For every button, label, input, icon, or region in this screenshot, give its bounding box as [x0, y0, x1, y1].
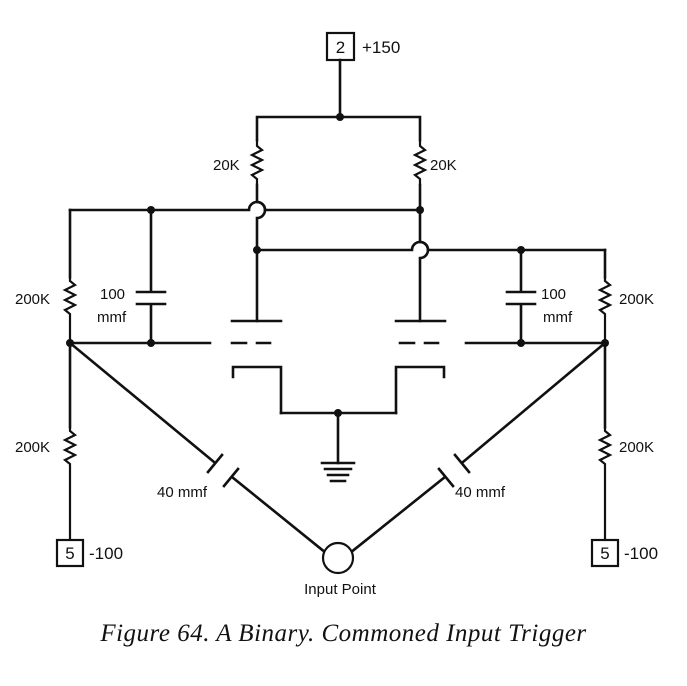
cathode-common	[279, 411, 398, 465]
supply-wire	[255, 58, 422, 142]
coupling-cap-left-unit: mmf	[97, 309, 127, 326]
plate-resistor-left	[249, 140, 265, 185]
terminal-top-number: 2	[336, 38, 345, 57]
cathode-left	[231, 365, 283, 415]
terminal-right-number: 5	[600, 544, 609, 563]
coupling-cap-right-value: 100	[541, 286, 566, 303]
junction-upper-right	[416, 206, 424, 214]
divider-resistor-bottom-left	[62, 427, 78, 540]
input-wire-right	[348, 341, 607, 555]
divider-resistor-top-right	[597, 277, 613, 343]
divider-resistor-bottom-right	[597, 427, 613, 540]
terminal-box-right	[590, 538, 620, 568]
input-cap-right	[437, 453, 471, 488]
junction-grid-right-cap	[517, 339, 525, 347]
input-cap-left-label: 40 mmf	[157, 484, 208, 501]
terminal-left-number: 5	[65, 544, 74, 563]
supply-junction	[336, 113, 344, 121]
divider-top-right-label: 200K	[619, 291, 654, 308]
divider-top-left-label: 200K	[15, 291, 50, 308]
plate-resistor-left-label: 20K	[213, 157, 240, 174]
coupling-cap-left	[135, 208, 167, 345]
plate-resistor-right	[412, 140, 428, 185]
terminal-right-voltage: -100	[624, 544, 658, 563]
junction-lower-left	[253, 246, 261, 254]
input-wire-left	[68, 341, 328, 555]
divider-bottom-left-label: 200K	[15, 439, 50, 456]
terminal-top-voltage: +150	[362, 38, 400, 57]
coupling-cap-right-unit: mmf	[543, 309, 573, 326]
terminal-box-left	[55, 538, 85, 568]
ground-icon	[320, 461, 356, 483]
input-point-label: Input Point	[304, 581, 377, 598]
input-point-terminal	[321, 541, 355, 575]
terminal-left-voltage: -100	[89, 544, 123, 563]
cross-wire-upper	[68, 200, 422, 212]
plate-right-wire	[418, 183, 430, 323]
divider-resistor-top-left	[62, 277, 78, 343]
divider-bottom-right-label: 200K	[619, 439, 654, 456]
coupling-cap-right	[505, 248, 537, 345]
junction-grid-left-cap	[147, 339, 155, 347]
cross-wire-lower	[255, 240, 607, 252]
input-cap-left	[206, 453, 240, 488]
plate-resistor-right-label: 20K	[430, 157, 457, 174]
binary-trigger-schematic: 2 +150 20K 20K 100 mmf 100 mmf 200K 200K	[15, 31, 658, 598]
input-cap-right-label: 40 mmf	[455, 484, 506, 501]
coupling-cap-left-value: 100	[100, 286, 125, 303]
cathode-right	[394, 365, 446, 415]
figure-caption: Figure 64. A Binary. Commoned Input Trig…	[100, 620, 587, 647]
cathode-junction	[334, 409, 342, 417]
